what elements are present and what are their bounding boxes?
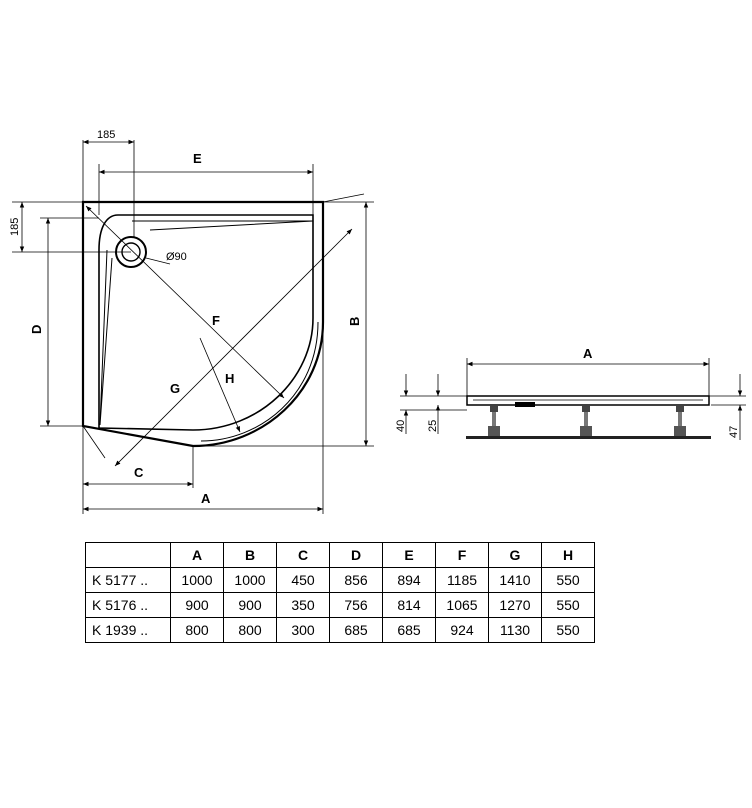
side-dim-47: 47 <box>728 426 740 438</box>
value-cell: 800 <box>223 617 277 643</box>
column-header: G <box>488 542 542 568</box>
tray-outline <box>81 200 325 448</box>
table-row: K 1939 .. 800 800 300 685 685 924 1130 5… <box>85 617 595 643</box>
value-cell: 450 <box>276 567 330 593</box>
dim-E-label: E <box>193 151 202 166</box>
table-corner-cell <box>85 542 171 568</box>
value-cell: 856 <box>329 567 383 593</box>
value-cell: 1185 <box>435 567 489 593</box>
dim-185-top: 185 <box>97 129 115 141</box>
tray-profile <box>466 395 710 406</box>
value-cell: 1130 <box>488 617 542 643</box>
value-cell: 550 <box>541 567 595 593</box>
leg-left <box>488 406 500 436</box>
leg-middle <box>580 406 592 436</box>
drain-label: Ø90 <box>166 251 187 263</box>
dim-D-label: D <box>29 325 44 334</box>
side-dim-A-label: A <box>583 346 593 361</box>
value-cell: 300 <box>276 617 330 643</box>
value-cell: 1410 <box>488 567 542 593</box>
value-cell: 1000 <box>223 567 277 593</box>
value-cell: 550 <box>541 592 595 618</box>
model-cell: K 5176 .. <box>85 592 171 618</box>
leg-right <box>674 406 686 436</box>
column-header: E <box>382 542 436 568</box>
column-header: C <box>276 542 330 568</box>
value-cell: 550 <box>541 617 595 643</box>
column-header: H <box>541 542 595 568</box>
column-header: B <box>223 542 277 568</box>
side-view: A 40 25 <box>395 346 746 440</box>
model-cell: K 5177 .. <box>85 567 171 593</box>
value-cell: 685 <box>329 617 383 643</box>
value-cell: 756 <box>329 592 383 618</box>
value-cell: 1065 <box>435 592 489 618</box>
value-cell: 924 <box>435 617 489 643</box>
value-cell: 350 <box>276 592 330 618</box>
dim-G-label: G <box>170 381 180 396</box>
dim-F-label: F <box>212 313 220 328</box>
value-cell: 800 <box>170 617 224 643</box>
floor <box>466 436 711 439</box>
value-cell: 814 <box>382 592 436 618</box>
value-cell: 1270 <box>488 592 542 618</box>
value-cell: 900 <box>223 592 277 618</box>
column-header: A <box>170 542 224 568</box>
plan-view: Ø90 185 E 185 D B F G <box>9 129 374 514</box>
dim-A-label: A <box>201 491 211 506</box>
column-header: D <box>329 542 383 568</box>
table-row: K 5177 .. 1000 1000 450 856 894 1185 141… <box>85 567 595 593</box>
column-header: F <box>435 542 489 568</box>
dim-185-side: 185 <box>9 218 21 236</box>
value-cell: 685 <box>382 617 436 643</box>
dim-B-label: B <box>347 317 362 326</box>
table-header-row: A B C D E F G H <box>85 542 595 568</box>
table-row: K 5176 .. 900 900 350 756 814 1065 1270 … <box>85 592 595 618</box>
value-cell: 1000 <box>170 567 224 593</box>
side-dim-25: 25 <box>427 420 439 432</box>
model-cell: K 1939 .. <box>85 617 171 643</box>
dim-C-label: C <box>134 465 144 480</box>
dim-H-label: H <box>225 371 234 386</box>
dimensions-table: A B C D E F G H K 5177 .. 1000 1000 450 … <box>85 542 595 643</box>
value-cell: 900 <box>170 592 224 618</box>
value-cell: 894 <box>382 567 436 593</box>
side-dim-40: 40 <box>395 420 407 432</box>
